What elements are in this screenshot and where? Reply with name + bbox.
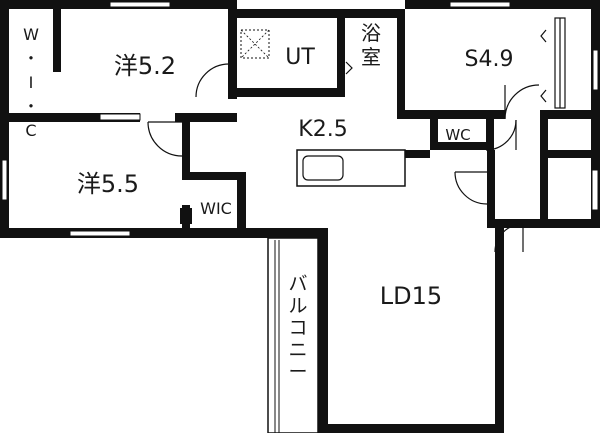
swing-doors [147,63,540,253]
room-label-balcony: バルコニー [288,273,307,383]
balcony-area [267,237,319,433]
room-label-western-2: 洋5.5 [77,170,139,198]
room-label-wic-1: W・I・C [23,25,39,140]
room-label-service-room: S4.9 [465,47,514,72]
room-label-toilet: WC [445,126,470,144]
interior-walls [0,9,600,228]
room-label-utility: UT [285,45,315,70]
room-label-western-1: 洋5.2 [114,52,176,80]
washing-machine-pan [240,29,270,59]
room-label-wic-2: WIC [200,199,232,218]
windows [1,1,599,237]
room-label-bath: 浴室 [361,21,381,69]
room-label-living-dining: LD15 [380,282,442,310]
room-label-kitchen: K2.5 [298,117,347,142]
room-labels: 洋5.2 洋5.5 UT S4.9 K2.5 WC WIC LD15 [77,45,514,310]
kitchen-counter [296,149,406,187]
closet-doors [345,17,566,109]
